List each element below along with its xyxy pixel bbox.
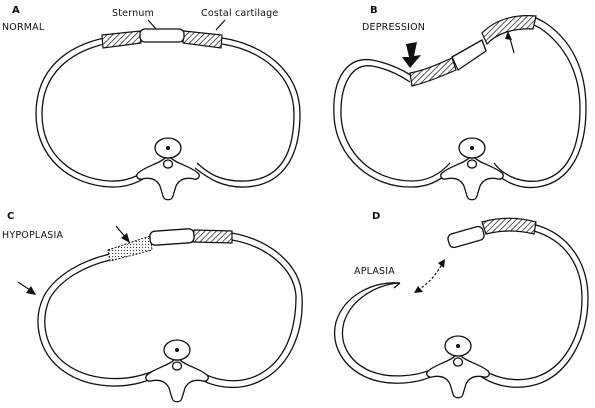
panel-b-letter: B [370,5,378,16]
panel-a: A NORMAL Sternum Costal cartilage [2,5,301,201]
panel-b: B DEPRESSION [333,5,587,201]
right-costal-cartilage [182,30,223,49]
right-costal-cartilage [481,217,537,235]
panel-c-letter: C [7,211,14,222]
chest-wall-outline-depressed [333,17,587,189]
panel-c-title: HYPOPLASIA [2,230,64,241]
right-costal-cartilage [192,229,233,244]
gap-arrow-shaft [417,263,443,291]
chest-wall-outline-aplastic [334,224,589,388]
raised-costal-cartilage [481,15,537,46]
sternum-leader-line [147,19,158,31]
elevation-arrow-icon [505,31,512,40]
panel-a-letter: A [12,5,20,16]
left-costal-cartilage [101,30,142,49]
wall-arrow-icon [26,286,36,295]
vertebra [440,137,504,201]
gap-arrow-down-icon [414,286,423,293]
wall-arrow-shaft [17,281,31,291]
panel-b-title: DEPRESSION [362,22,425,33]
vertebra [136,137,200,201]
panel-d-letter: D [372,211,380,222]
cartilage-leader-line [215,19,226,31]
hypoplastic-costal-cartilage [107,235,153,262]
sternum-remnant [447,225,485,249]
gap-arrow-up-icon [438,259,445,268]
panel-c: C HYPOPLASIA [2,211,303,403]
costal-cartilage-label: Costal cartilage [201,8,278,19]
sternum [149,228,195,246]
panel-d-title: APLASIA [354,266,395,277]
depressed-costal-cartilage [409,57,457,87]
cartilage-arrow-icon [121,233,130,243]
vertebra [145,339,209,403]
depression-arrow-icon [402,42,421,68]
panel-a-title: NORMAL [2,22,45,33]
panel-d: D APLASIA [334,211,589,399]
chest-wall-outline-hypoplastic [37,232,303,388]
depressed-sternum [451,39,487,71]
chest-wall-outline [35,37,301,188]
sternum-label: Sternum [112,8,154,19]
sternum [139,28,185,43]
vertebra [426,335,490,399]
